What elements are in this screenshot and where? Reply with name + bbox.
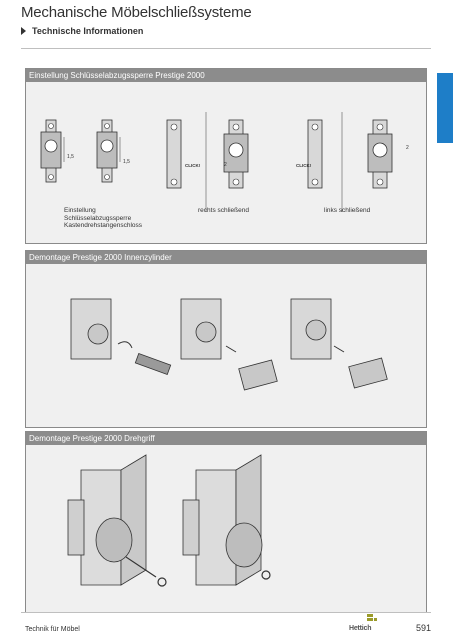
- section-figure: CLICK! CLICK! 1,5 1,5 2 2 Einstellung Sc…: [26, 82, 426, 243]
- caption-line: Schlüsselabzugssperre: [64, 214, 132, 222]
- triangle-right-icon: [21, 27, 26, 35]
- section-inner-cylinder-removal: Demontage Prestige 2000 Innenzylinder: [25, 250, 427, 428]
- section-key-lock-adjustment: Einstellung Schlüsselabzugssperre Presti…: [25, 68, 427, 244]
- caption-right-closing: rechts schließend: [198, 207, 249, 214]
- lock-adjustment-illustration: [40, 112, 393, 212]
- section-heading: Demontage Prestige 2000 Drehgriff: [26, 432, 426, 445]
- section-figure: [26, 264, 426, 427]
- caption-left-closing: links schließend: [324, 207, 371, 214]
- caption-adjustment: Einstellung Schlüsselabzugssperre Kasten…: [64, 207, 142, 230]
- caption-line: Einstellung: [64, 207, 96, 214]
- page-title: Mechanische Möbelschließsysteme: [21, 4, 252, 21]
- section-knob-removal: Demontage Prestige 2000 Drehgriff: [25, 431, 427, 613]
- dimension-label: 1,5: [123, 159, 130, 165]
- brand-mark-icon: [367, 614, 377, 621]
- footer-divider: [21, 612, 431, 613]
- click-label: CLICK!: [296, 163, 312, 168]
- section-heading: Demontage Prestige 2000 Innenzylinder: [26, 251, 426, 264]
- dimension-label: 2: [406, 145, 409, 151]
- brand-logo: Hettich: [347, 612, 387, 636]
- footer-label: Technik für Möbel: [25, 626, 80, 633]
- caption-line: Kastendrehstangenschloss: [64, 222, 143, 229]
- brand-name: Hettich: [349, 625, 372, 632]
- subtitle-label: Technische Informationen: [32, 26, 144, 36]
- click-label: CLICK!: [185, 163, 201, 168]
- dimension-label: 2: [224, 162, 227, 168]
- page-subtitle: Technische Informationen: [21, 26, 143, 36]
- section-heading: Einstellung Schlüsselabzugssperre Presti…: [26, 69, 426, 82]
- knob-removal-illustration: [67, 454, 271, 587]
- section-figure: [26, 445, 426, 612]
- header-divider: [21, 48, 431, 49]
- dimension-label: 1,5: [67, 154, 74, 160]
- cylinder-removal-illustration: [70, 298, 388, 391]
- chapter-tab: [437, 73, 453, 143]
- page-number: 591: [415, 623, 431, 633]
